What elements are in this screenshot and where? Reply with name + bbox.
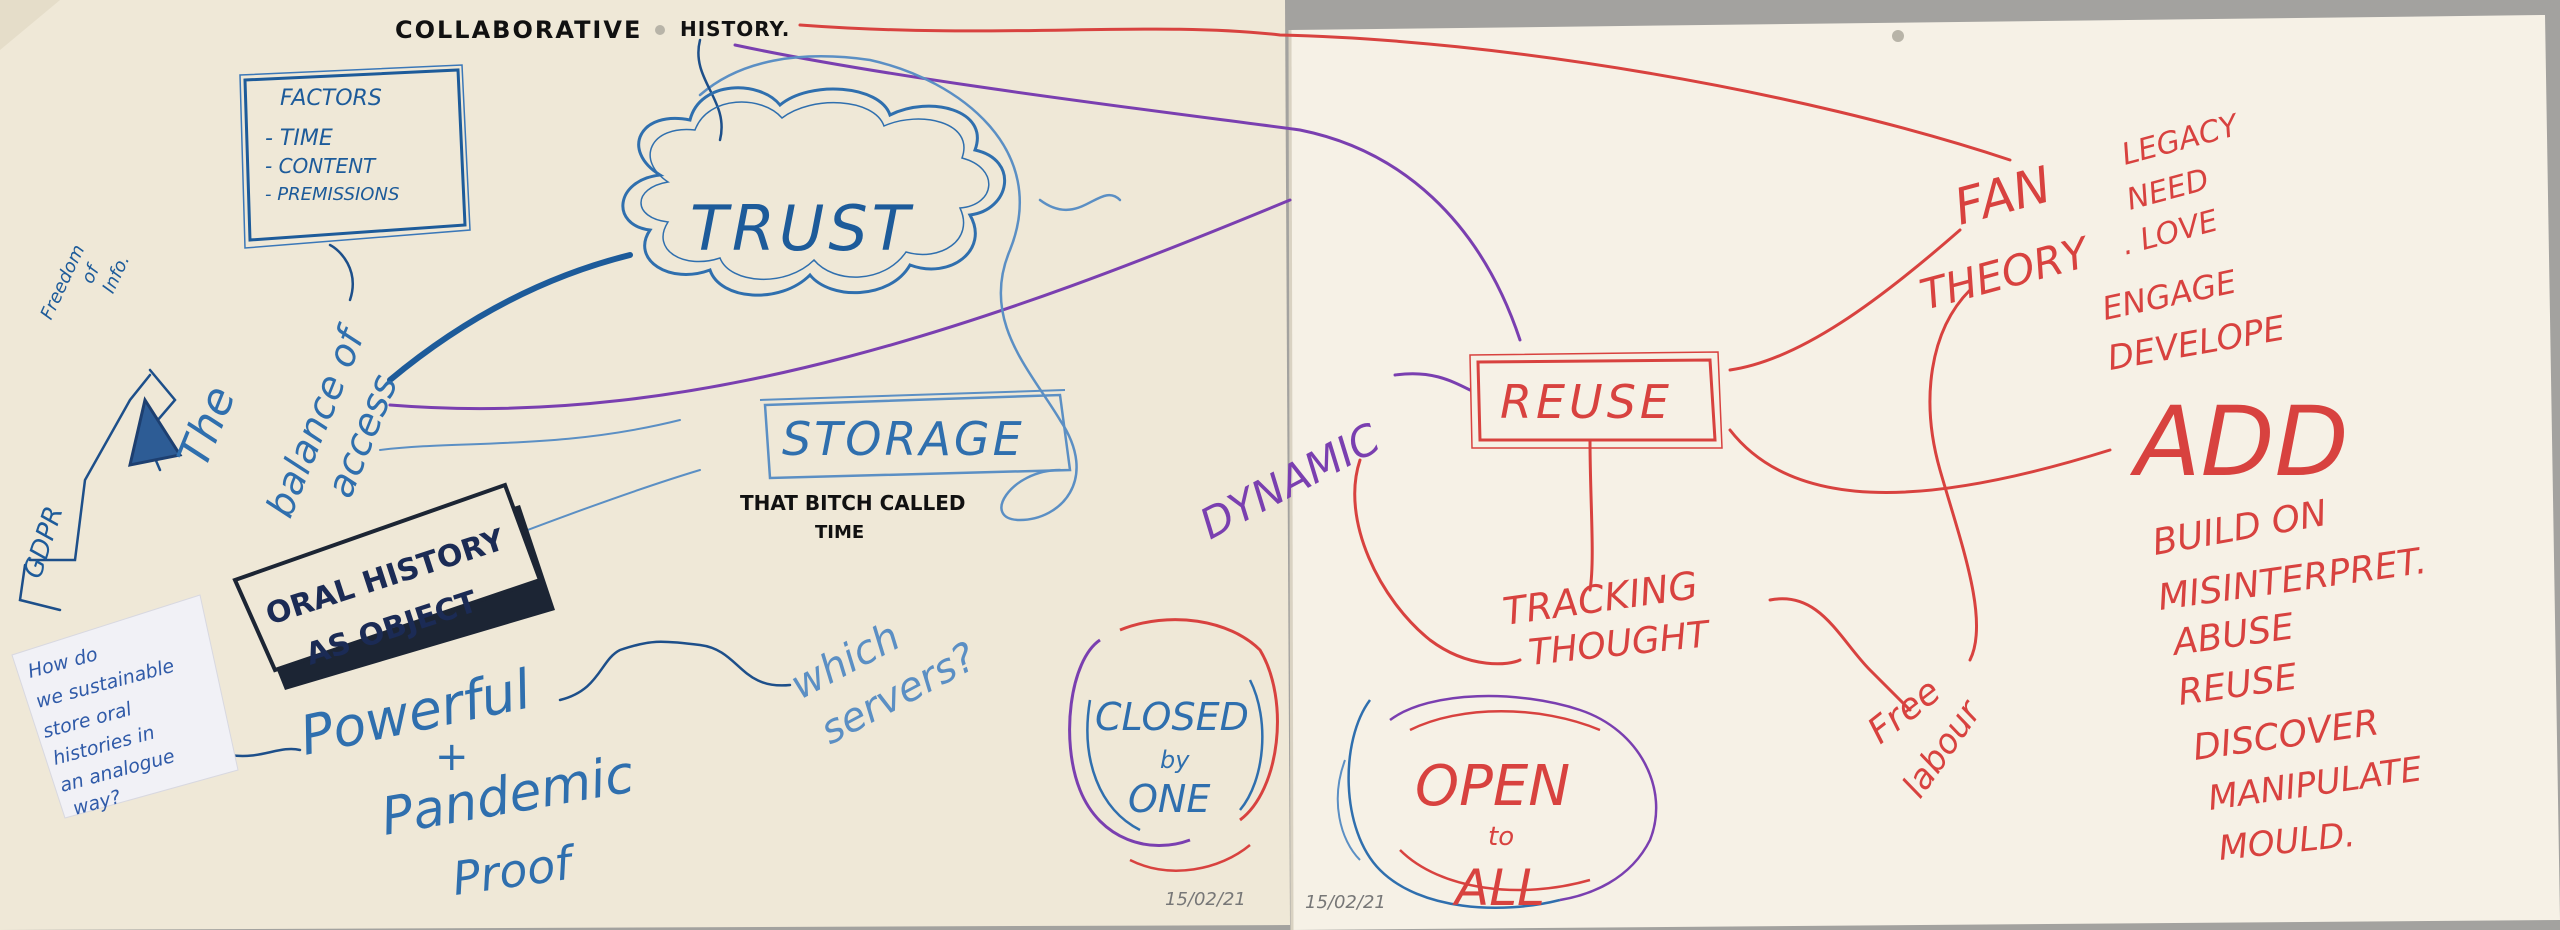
storage-box: STORAGE THAT BITCH CALLED TIME bbox=[740, 389, 1072, 543]
trust-cloud: TRUST bbox=[621, 86, 1006, 297]
closed-word: CLOSED bbox=[1095, 695, 1249, 739]
right-sheet bbox=[1288, 15, 2560, 930]
factors-item-permissions: - PREMISSIONS bbox=[265, 184, 399, 205]
open-word: OPEN bbox=[1415, 754, 1570, 819]
left-date: 15/02/21 bbox=[1165, 889, 1246, 910]
factors-title: FACTORS bbox=[280, 86, 382, 111]
by-word: by bbox=[1160, 746, 1190, 774]
header-title: COLLABORATIVE HISTORY. bbox=[395, 16, 790, 44]
header-word-history: HISTORY. bbox=[680, 17, 790, 41]
reuse-box: REUSE bbox=[1469, 351, 1723, 449]
reuse-label: REUSE bbox=[1500, 375, 1673, 429]
plus-label: + bbox=[435, 734, 469, 780]
factors-item-time: - TIME bbox=[265, 126, 333, 151]
right-date: 15/02/21 bbox=[1305, 892, 1386, 913]
add-label: ADD bbox=[2129, 386, 2349, 498]
open-to-all: OPEN to ALL bbox=[1336, 694, 1658, 917]
storage-label: STORAGE bbox=[782, 412, 1025, 466]
connector-lines bbox=[18, 23, 2112, 758]
left-sheet bbox=[0, 0, 1290, 930]
storage-note-line2: TIME bbox=[815, 522, 864, 543]
closed-by-one: CLOSED by ONE bbox=[1068, 618, 1279, 872]
trust-label: TRUST bbox=[690, 192, 914, 265]
factors-box: FACTORS - TIME - CONTENT - PREMISSIONS bbox=[239, 64, 471, 249]
one-word: ONE bbox=[1128, 777, 1210, 821]
to-word: to bbox=[1488, 822, 1514, 852]
header-word-collaborative: COLLABORATIVE bbox=[395, 16, 642, 44]
sticky-note: How do we sustainable store oral histori… bbox=[11, 594, 239, 820]
balance-triangle bbox=[128, 396, 183, 467]
all-word: ALL bbox=[1452, 859, 1545, 917]
factors-item-content: - CONTENT bbox=[265, 154, 377, 178]
storage-note-line1: THAT BITCH CALLED bbox=[740, 491, 966, 515]
